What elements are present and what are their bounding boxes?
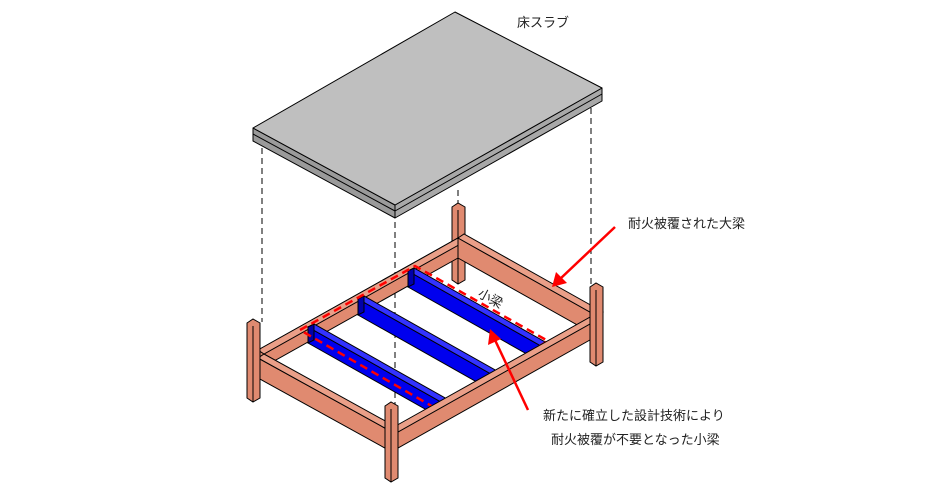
- small-beams: [306, 267, 549, 419]
- main-beam-label: 耐火被覆された大梁: [628, 217, 746, 232]
- small-beam-2: [356, 295, 499, 391]
- floor-slab-label: 床スラブ: [517, 16, 570, 31]
- note-line-1: 新たに確立した設計技術により: [543, 409, 725, 424]
- note-line-2: 耐火被覆が不要となった小梁: [551, 433, 720, 448]
- arrow-small-beam: [488, 329, 530, 411]
- floor-slab: [252, 11, 603, 219]
- arrow-main-beam: [552, 226, 616, 287]
- column-left: [246, 318, 261, 403]
- column-front: [384, 401, 399, 483]
- column-right: [589, 282, 604, 367]
